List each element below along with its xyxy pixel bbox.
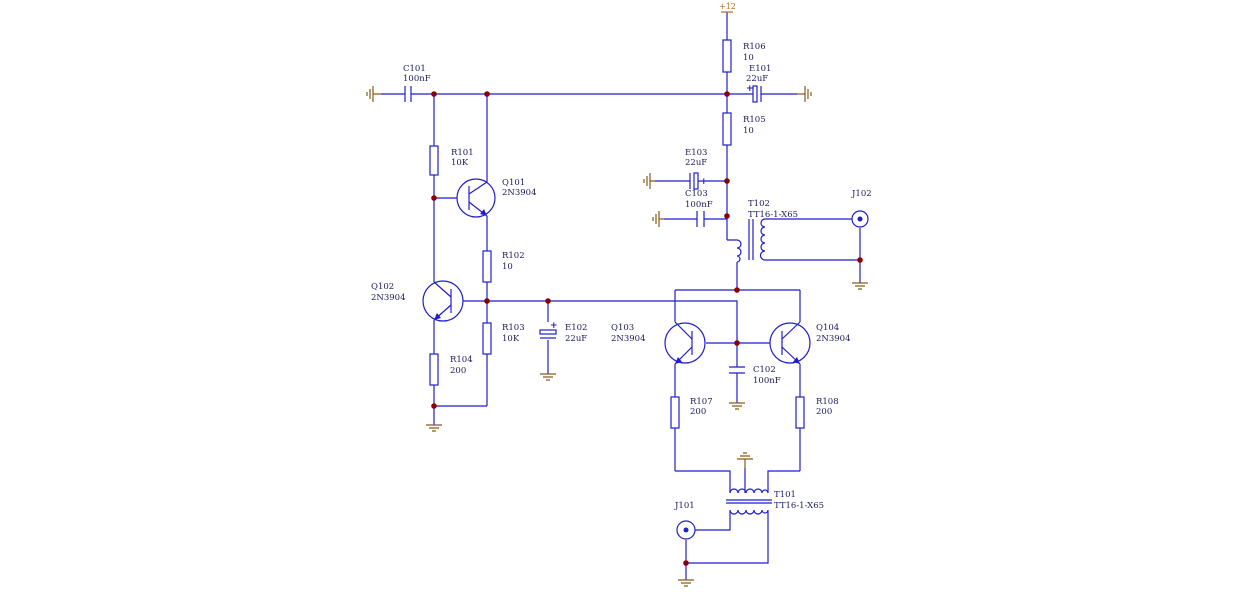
resistor-r106 bbox=[722, 39, 732, 73]
component-labels: C101 100nF R101 10K Q101 2N3904 R102 10 … bbox=[371, 42, 872, 511]
q102-ref: Q102 bbox=[371, 282, 394, 292]
j101-ref: J101 bbox=[674, 501, 695, 511]
e103-value: 22uF bbox=[685, 158, 707, 168]
wires bbox=[381, 12, 861, 580]
capacitors: + + + bbox=[404, 84, 762, 374]
resistor-r103 bbox=[482, 322, 492, 355]
resistor-r108 bbox=[795, 396, 805, 429]
ground-icon bbox=[678, 579, 694, 587]
resistor-r105 bbox=[722, 112, 732, 146]
capacitor-e103: + bbox=[689, 172, 708, 190]
t101-ref: T101 bbox=[774, 490, 796, 500]
r107-value: 200 bbox=[690, 407, 706, 417]
svg-text:+: + bbox=[550, 321, 558, 331]
resistor-r102 bbox=[482, 250, 492, 283]
ground-icon bbox=[652, 211, 664, 227]
capacitor-c101 bbox=[404, 86, 412, 102]
c101-ref: C101 bbox=[403, 64, 426, 74]
c102-value: 100nF bbox=[753, 376, 781, 386]
ground-icon bbox=[737, 452, 753, 468]
r104-ref: R104 bbox=[450, 355, 473, 365]
c102-ref: C102 bbox=[753, 365, 776, 375]
q101-value: 2N3904 bbox=[502, 188, 536, 198]
c103-ref: C103 bbox=[685, 189, 708, 199]
svg-text:+: + bbox=[746, 84, 754, 94]
q101-ref: Q101 bbox=[502, 178, 525, 188]
q104-ref: Q104 bbox=[816, 323, 839, 333]
transformer-t101 bbox=[726, 488, 772, 515]
resistors bbox=[429, 39, 805, 429]
ground-icon bbox=[797, 86, 812, 102]
transformer-t102 bbox=[736, 218, 766, 263]
r104-value: 200 bbox=[450, 366, 466, 376]
transistor-q101 bbox=[456, 178, 496, 218]
r108-ref: R108 bbox=[816, 397, 839, 407]
q103-ref: Q103 bbox=[611, 323, 634, 333]
r106-ref: R106 bbox=[743, 42, 766, 52]
r101-ref: R101 bbox=[451, 148, 474, 158]
e102-ref: E102 bbox=[565, 323, 587, 333]
e103-ref: E103 bbox=[685, 148, 707, 158]
capacitor-e102: + bbox=[539, 321, 558, 339]
r108-value: 200 bbox=[816, 407, 832, 417]
r106-value: 10 bbox=[743, 53, 754, 63]
r101-value: 10K bbox=[451, 158, 469, 168]
connectors bbox=[676, 210, 869, 540]
r105-ref: R105 bbox=[743, 115, 766, 125]
c101-value: 100nF bbox=[403, 74, 431, 84]
t101-value: TT16-1-X65 bbox=[774, 501, 824, 511]
supply-label: +12 bbox=[719, 2, 736, 11]
c103-value: 100nF bbox=[685, 200, 713, 210]
ground-symbols bbox=[366, 86, 868, 587]
connector-j102 bbox=[851, 210, 869, 228]
r103-ref: R103 bbox=[502, 323, 525, 333]
ground-icon bbox=[366, 86, 381, 102]
r105-value: 10 bbox=[743, 126, 754, 136]
r102-value: 10 bbox=[502, 262, 513, 272]
r107-ref: R107 bbox=[690, 397, 713, 407]
supply-symbol: +12 bbox=[719, 2, 736, 13]
capacitor-c102 bbox=[729, 366, 745, 374]
junction-dots bbox=[431, 91, 863, 566]
resistor-r104 bbox=[429, 353, 439, 386]
transistor-q103 bbox=[664, 321, 706, 365]
q103-value: 2N3904 bbox=[611, 334, 645, 344]
transformers bbox=[726, 218, 772, 515]
ground-icon bbox=[643, 173, 655, 189]
e102-value: 22uF bbox=[565, 334, 587, 344]
capacitor-e101: + bbox=[746, 84, 762, 103]
t102-ref: T102 bbox=[748, 199, 770, 209]
connector-j101 bbox=[676, 520, 696, 540]
e101-value: 22uF bbox=[746, 74, 768, 84]
svg-text:+: + bbox=[700, 177, 708, 187]
j102-ref: J102 bbox=[851, 189, 872, 199]
ground-icon bbox=[540, 373, 556, 381]
t102-value: TT16-1-X65 bbox=[748, 210, 798, 220]
r102-ref: R102 bbox=[502, 251, 525, 261]
transistor-q102 bbox=[422, 280, 464, 322]
q104-value: 2N3904 bbox=[816, 334, 850, 344]
transistor-q104 bbox=[769, 321, 811, 365]
q102-value: 2N3904 bbox=[371, 293, 405, 303]
resistor-r101 bbox=[429, 145, 439, 176]
ground-icon bbox=[852, 282, 868, 290]
transistors bbox=[422, 178, 811, 365]
ground-icon bbox=[426, 424, 442, 432]
resistor-r107 bbox=[670, 396, 680, 429]
e101-ref: E101 bbox=[749, 64, 771, 74]
r103-value: 10K bbox=[502, 334, 520, 344]
capacitor-c103 bbox=[696, 211, 705, 227]
ground-icon bbox=[729, 402, 745, 410]
